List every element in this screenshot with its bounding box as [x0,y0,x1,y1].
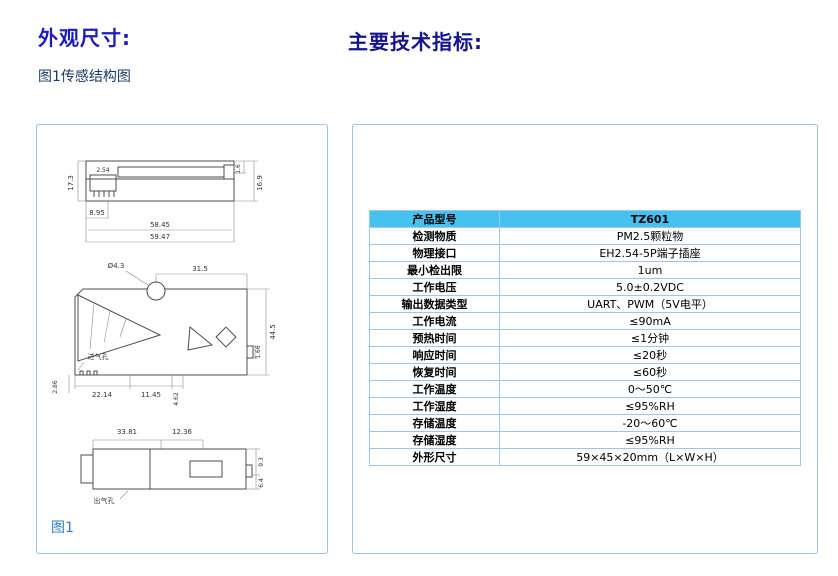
spec-row: 工作电流≤90mA [369,312,801,330]
dim-total-length: 59.47 [150,233,170,241]
figure-label: 图1 [51,520,74,536]
dim-bv-height: 9.3 [258,457,265,467]
spec-value: EH2.54-5P端子插座 [499,244,801,262]
spec-label: 工作电流 [369,312,500,330]
section-heading-specs: 主要技术指标: [348,30,483,54]
spec-label: 响应时间 [369,346,500,364]
spec-label: 存储湿度 [369,431,500,449]
sensor-dimension-drawing: 17.3 2.54 8.95 58.45 59.47 1.6 16.9 [52,160,277,505]
dim-side-height: 16.9 [256,175,264,191]
spec-value: ≤95%RH [499,431,801,449]
dim-tab-height: 1.66 [255,345,262,359]
dim-edge-offset: 2.86 [52,380,59,394]
spec-header-row: 产品型号 TZ601 [369,210,801,228]
dim-bv-lip: 6.4 [258,478,265,488]
spec-header-value: TZ601 [499,210,801,228]
spec-label: 恢复时间 [369,363,500,381]
dim-body-length: 58.45 [150,221,170,229]
figure-caption: 图1传感结构图 [38,69,131,85]
spec-value: -20～60℃ [499,414,801,432]
spec-row: 恢复时间≤60秒 [369,363,801,381]
spec-label: 检测物质 [369,227,500,245]
top-view: 17.3 2.54 8.95 58.45 59.47 1.6 16.9 [67,160,264,243]
outlet-label: 出气孔 [94,496,115,505]
spec-value: 0～50℃ [499,380,801,398]
spec-value: 1um [499,261,801,279]
dim-bottom-left: 22.14 [92,391,113,399]
dim-front-height: 44.5 [269,324,277,340]
bottom-view: 33.81 12.36 9.3 6.4 出气孔 [80,428,265,505]
spec-label: 预热时间 [369,329,500,347]
spec-label: 物理接口 [369,244,500,262]
spec-value: ≤1分钟 [499,329,801,347]
front-view: 31.5 Ø4.3 进气孔 44. [52,262,277,406]
dim-bv-mid: 12.36 [172,428,193,436]
dim-bv-left: 33.81 [117,428,137,436]
spec-row: 预热时间≤1分钟 [369,329,801,347]
spec-row: 存储温度-20～60℃ [369,414,801,432]
inlet-label: 进气孔 [88,352,109,361]
dim-bottom-mid: 11.45 [141,391,161,399]
dim-hole-diameter: Ø4.3 [108,262,125,270]
spec-row: 工作湿度≤95%RH [369,397,801,415]
spec-value: ≤90mA [499,312,801,330]
spec-value: ≤20秒 [499,346,801,364]
dim-pin-pitch: 2.54 [96,167,110,174]
spec-label: 工作温度 [369,380,500,398]
spec-label: 工作湿度 [369,397,500,415]
dim-top-lip: 1.6 [235,164,242,174]
spec-label: 输出数据类型 [369,295,500,313]
spec-row: 响应时间≤20秒 [369,346,801,364]
spec-value: 5.0±0.2VDC [499,278,801,296]
dim-top-height: 17.3 [67,175,75,191]
spec-header-label: 产品型号 [369,210,500,228]
spec-value: PM2.5颗粒物 [499,227,801,245]
section-heading-dimensions: 外观尺寸: [38,26,131,50]
dim-bottom-small: 4.62 [173,392,180,406]
dim-connector-offset: 8.95 [89,209,105,217]
drawing-panel: 17.3 2.54 8.95 58.45 59.47 1.6 16.9 [36,124,328,554]
spec-label: 存储温度 [369,414,500,432]
spec-row: 存储湿度≤95%RH [369,431,801,449]
spec-value: ≤60秒 [499,363,801,381]
spec-label: 工作电压 [369,278,500,296]
spec-value: 59×45×20mm（L×W×H） [499,448,801,466]
spec-value: ≤95%RH [499,397,801,415]
dim-front-top: 31.5 [192,265,208,273]
spec-label: 最小检出限 [369,261,500,279]
spec-value: UART、PWM（5V电平） [499,295,801,313]
spec-label: 外形尺寸 [369,448,500,466]
